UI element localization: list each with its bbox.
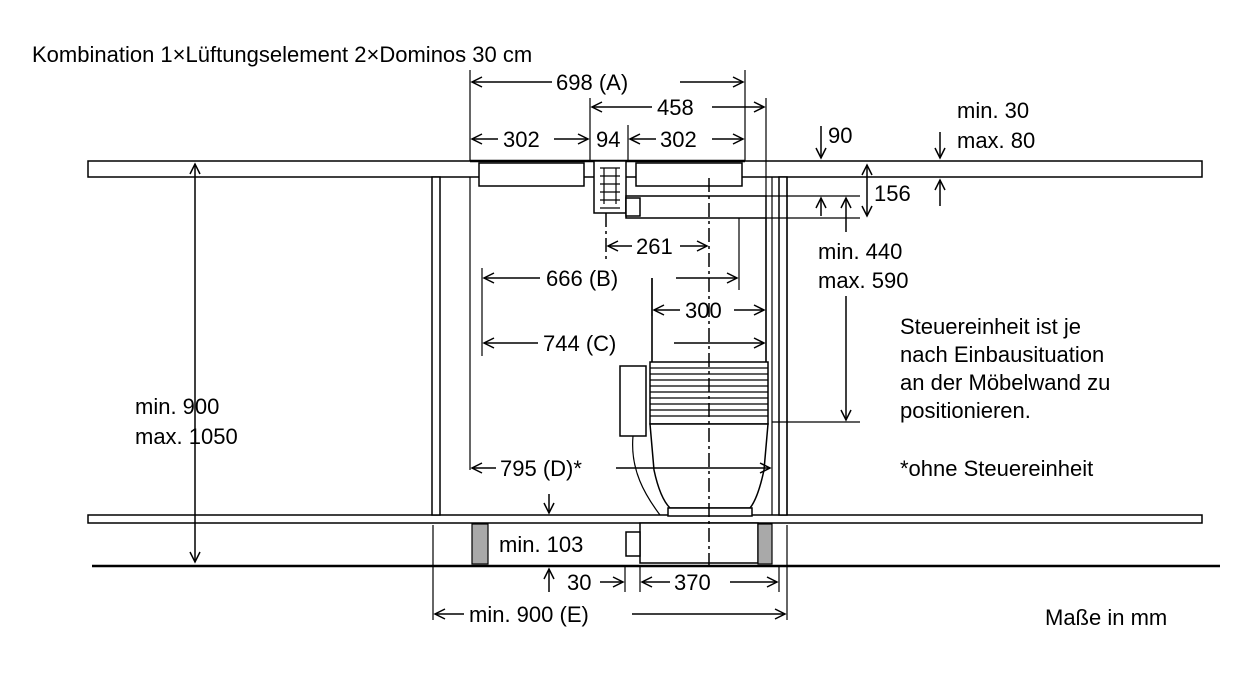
dimension-duct-height: min. 440 max. 590 [815,196,909,422]
dimension-c-label: 744 (C) [543,331,616,356]
height-max-label: max. 1050 [135,424,238,449]
dimension-302-right: 302 [628,127,745,152]
control-cable [632,435,661,516]
plinth-module-cap [625,531,641,557]
installation-note: Steuereinheit ist je nach Einbausituatio… [900,314,1110,423]
dimension-458: 458 [590,95,766,120]
dimension-261: 261 [606,234,709,259]
dimension-plinth: min. 103 [499,494,583,592]
plinth-panel-left [471,523,489,565]
dimension-90-label: 90 [828,123,852,148]
height-min-label: min. 900 [135,394,219,419]
worktop-thickness: min. 30 max. 80 [934,98,1035,206]
units-label: Maße in mm [1045,605,1167,630]
dimension-c: 744 (C) [482,331,766,356]
dimension-d-label: 795 (D)* [500,456,582,481]
dimension-156: 156 [861,163,911,218]
dimension-300-label: 300 [685,298,722,323]
dimension-a-label: 698 (A) [556,70,628,95]
note-line-1: Steuereinheit ist je [900,314,1081,339]
dimension-d: 795 (D)* [470,456,772,481]
vent-element [593,160,627,214]
dimension-156-label: 156 [874,181,911,206]
plinth-module [639,522,759,564]
dimension-e-label: min. 900 (E) [469,602,589,627]
duct-min-label: min. 440 [818,239,902,264]
dimension-b-label: 666 (B) [546,266,618,291]
dimension-94-label: 94 [596,127,620,152]
dimension-e: min. 900 (E) [433,602,787,627]
horizontal-duct [625,195,767,219]
dimension-261-label: 261 [636,234,673,259]
plinth-height-label: min. 103 [499,532,583,557]
domino-left [478,162,585,187]
extension-lines [432,70,860,620]
domino-right [635,162,743,187]
note-line-3: an der Möbelwand zu [900,370,1110,395]
cabinet-wall-right [778,176,788,516]
dimension-a: 698 (A) [470,70,745,95]
cabinet-wall-left [431,176,441,516]
dimension-30-label: 30 [567,570,591,595]
dimension-370: 370 [640,570,779,595]
drawing-title: Kombination 1×Lüftungselement 2×Dominos … [32,42,532,67]
dimension-302-left-label: 302 [503,127,540,152]
worktop-max-label: max. 80 [957,128,1035,153]
plinth-grille-right [757,523,773,565]
footnote: *ohne Steuereinheit [900,456,1093,481]
dimension-370-label: 370 [674,570,711,595]
dimension-458-label: 458 [657,95,694,120]
control-unit [619,365,647,437]
note-line-2: nach Einbausituation [900,342,1104,367]
dimension-total-height: min. 900 max. 1050 [135,162,238,564]
dimension-302-left: 302 [470,127,590,152]
fan-collar [667,507,753,517]
vent-element-detail [600,167,620,209]
duct-max-label: max. 590 [818,268,909,293]
worktop-min-label: min. 30 [957,98,1029,123]
dimension-302-right-label: 302 [660,127,697,152]
dimension-300: 300 [652,298,766,323]
dimension-30: 30 [567,570,625,595]
duct-connector [625,197,641,217]
dimension-b: 666 (B) [482,266,739,291]
cabinet-base-panel [87,514,1203,524]
dimension-90: 90 [815,123,852,160]
note-line-4: positionieren. [900,398,1031,423]
